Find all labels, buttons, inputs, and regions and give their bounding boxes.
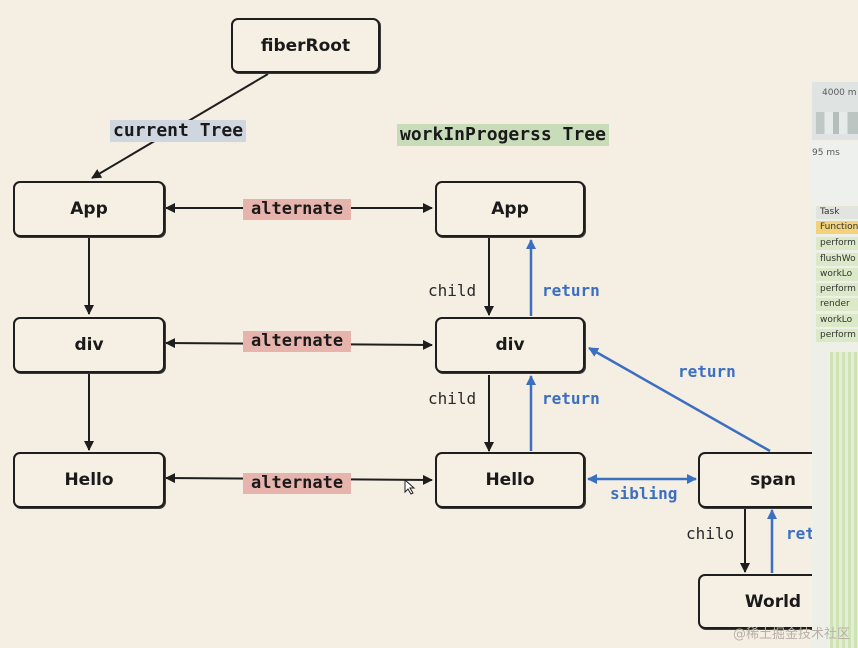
devtools-ruler-ms: 95 ms xyxy=(812,148,840,158)
devtools-timeline xyxy=(812,142,858,204)
node-wip-div: div xyxy=(435,317,585,373)
devtools-flame-green xyxy=(830,352,858,648)
return-label-span: return xyxy=(678,362,736,381)
devtools-task-row: perform xyxy=(816,283,858,296)
alternate-label-app: alternate xyxy=(243,199,352,220)
mouse-cursor-icon xyxy=(404,479,416,495)
devtools-task-row: Function xyxy=(816,221,858,234)
devtools-task-row: workLo xyxy=(816,268,858,281)
child-label-span: chilo xyxy=(686,524,735,543)
wip-tree-label: workInProgerss Tree xyxy=(397,124,609,146)
alternate-label-hello: alternate xyxy=(243,473,352,494)
devtools-panel-fragment: 4000 m 95 ms Task Function perform flush… xyxy=(812,82,858,648)
devtools-overview-bar xyxy=(816,112,858,134)
node-current-app: App xyxy=(13,181,165,237)
edge-span-return xyxy=(588,346,771,453)
devtools-task-row: perform xyxy=(816,237,858,250)
devtools-task-row: Task xyxy=(816,206,858,219)
node-current-div: div xyxy=(13,317,165,373)
alternate-label-div: alternate xyxy=(243,331,352,352)
node-fiber-root: fiberRoot xyxy=(231,18,380,73)
node-current-hello: Hello xyxy=(13,452,165,508)
devtools-ruler-top: 4000 m xyxy=(822,88,857,98)
child-label-app: child xyxy=(428,281,477,300)
devtools-task-row: flushWo xyxy=(816,253,858,266)
return-label-div: return xyxy=(542,281,600,300)
child-label-div: child xyxy=(428,389,477,408)
devtools-task-row: render xyxy=(816,298,858,311)
devtools-task-row: workLo xyxy=(816,314,858,327)
watermark: @稀土掘金技术社区 xyxy=(732,627,850,642)
node-wip-hello: Hello xyxy=(435,452,585,508)
node-wip-app: App xyxy=(435,181,585,237)
current-tree-label: current Tree xyxy=(110,120,247,142)
return-label-hello: return xyxy=(542,389,600,408)
sibling-label: sibling xyxy=(610,484,678,503)
devtools-task-row: perform xyxy=(816,329,858,342)
